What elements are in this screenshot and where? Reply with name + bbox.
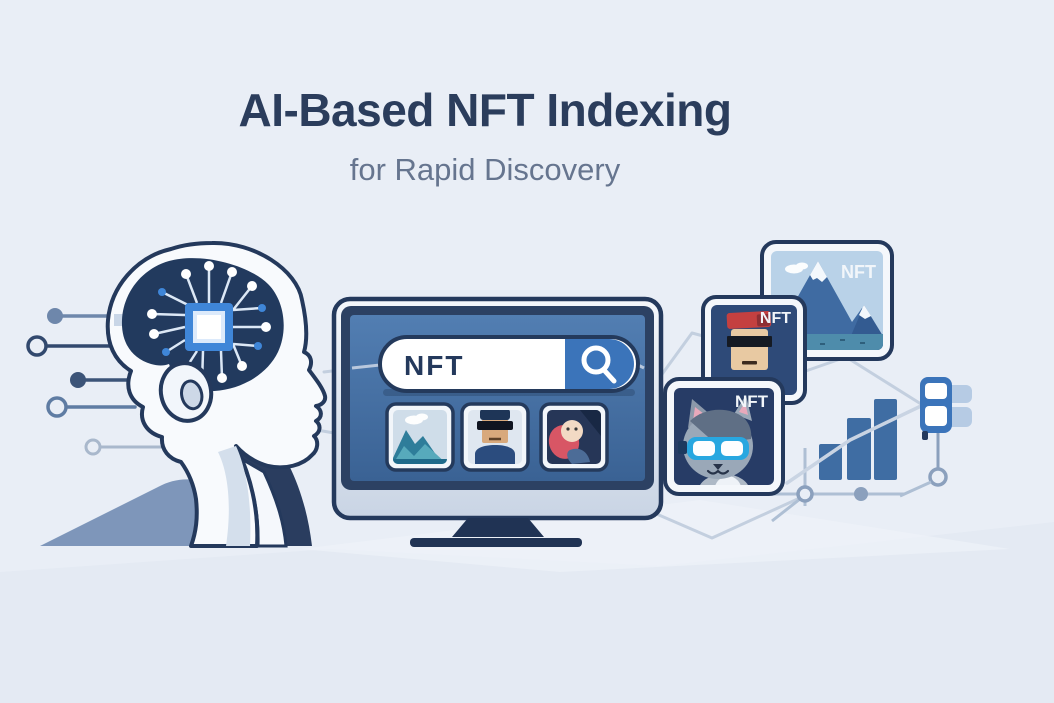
data-blocks-icon (899, 377, 972, 498)
brain-circuit-traces (151, 266, 266, 385)
bar-2 (847, 418, 871, 480)
circuit-node-ring (84, 438, 102, 456)
floor-shade (0, 522, 1054, 703)
nft-label: NFT (735, 392, 769, 411)
trend-line (785, 404, 923, 485)
floor-highlight (300, 500, 1010, 572)
monitor-base (410, 538, 582, 547)
circuit-node-ring (46, 396, 68, 418)
chart-node-dot (854, 487, 868, 501)
monitor-stand (452, 518, 544, 537)
monitor: NFT (331, 296, 664, 547)
screen-connector-left (351, 363, 381, 370)
search-bar: NFT (378, 335, 640, 396)
nft-label: NFT (760, 310, 791, 327)
connector-line (650, 495, 804, 540)
search-query-text: NFT (404, 350, 464, 381)
nft-card-cat: NFT (663, 377, 785, 496)
ear-icon (158, 361, 214, 423)
background-floor (0, 500, 1054, 703)
thumbnail-pixel-man (460, 402, 530, 472)
page-subtitle: for Rapid Discovery (349, 152, 621, 188)
block-link-line (899, 480, 932, 498)
chart-node-ring (796, 485, 814, 503)
block-shadow (946, 407, 972, 427)
search-icon (581, 345, 617, 384)
block-shadow (946, 385, 972, 403)
chart-diagonal-line (771, 497, 801, 523)
page-title: AI-Based NFT Indexing (238, 84, 732, 136)
search-button (565, 339, 634, 389)
ai-chip-icon (185, 303, 233, 351)
circuit-node-ring (26, 335, 48, 357)
thumbnail-mountain (385, 402, 455, 472)
header: AI-Based NFT Indexing for Rapid Discover… (0, 0, 970, 188)
connector-line (798, 355, 923, 406)
brain-circuit-nodes (147, 261, 271, 388)
bar-1 (819, 444, 842, 480)
block-node-ring (928, 467, 948, 487)
growth-chart (765, 399, 923, 523)
nft-label: NFT (841, 262, 876, 282)
ai-head-illustration (40, 240, 328, 548)
neck-shading (218, 446, 251, 546)
block-cell (925, 406, 947, 426)
thumbnail-pixel-character (539, 402, 609, 472)
block-cell (925, 383, 947, 399)
block-foot (922, 431, 928, 440)
circuit-node-dot (47, 308, 63, 324)
circuit-node-dot (70, 372, 86, 388)
bar-3 (874, 399, 897, 480)
circuit-lines-left (26, 308, 170, 456)
